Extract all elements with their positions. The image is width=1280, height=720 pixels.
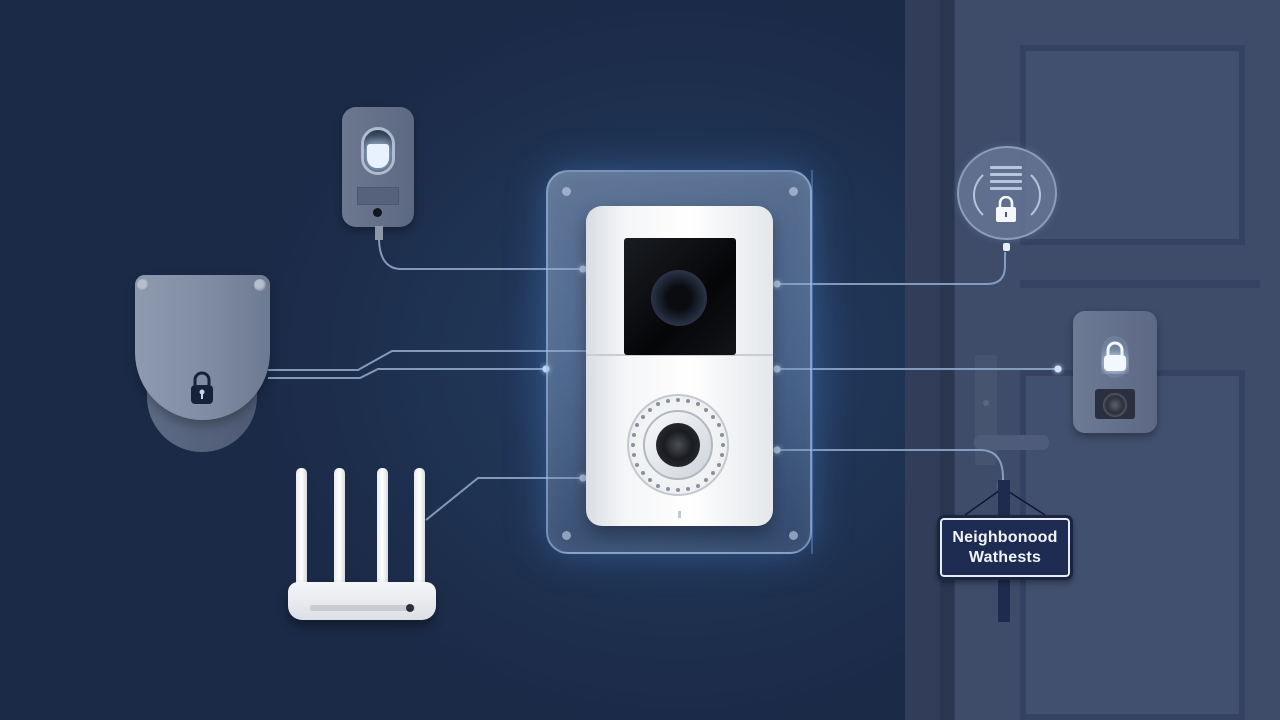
mount-screw (789, 187, 798, 196)
sign-line-2: Wathests (968, 548, 1042, 566)
led-dot (719, 432, 724, 437)
led-dot (632, 453, 637, 457)
led-dot (635, 423, 640, 428)
neighborhood-watch-sign: Neighbonood Wathests (937, 515, 1073, 580)
led-dot (632, 432, 637, 437)
led-dot (716, 423, 721, 428)
router-antenna (296, 468, 307, 588)
shield-screw (137, 279, 149, 291)
mount-screw (562, 187, 571, 196)
led-dot (676, 488, 680, 492)
door-rail (1020, 280, 1260, 288)
wifi-router[interactable] (288, 582, 436, 620)
doorbell-seam (586, 354, 773, 356)
router-antenna (414, 468, 425, 588)
sensor-slot (357, 187, 399, 205)
led-dot (704, 407, 709, 412)
sign-line-1: Neighbonood (952, 528, 1058, 546)
led-dot (640, 414, 645, 419)
led-dot (711, 414, 716, 419)
led-dot (695, 402, 700, 407)
led-dot (719, 453, 724, 457)
led-dot (695, 483, 700, 488)
camera-lens-icon (651, 270, 707, 326)
led-dot (686, 486, 690, 491)
led-dot (656, 402, 661, 407)
padlock-icon (1104, 341, 1126, 371)
led-dot (686, 399, 690, 404)
handle-screw (983, 400, 989, 406)
router-vent (310, 605, 415, 611)
led-dot (656, 483, 661, 488)
led-dot (676, 398, 680, 402)
led-dot (716, 462, 721, 467)
led-dot (721, 443, 725, 447)
padlock-icon (996, 196, 1016, 222)
router-antenna (377, 468, 388, 588)
doorbell-indicator (678, 511, 681, 518)
led-dot (635, 462, 640, 467)
led-dot (711, 471, 716, 476)
led-dot (631, 443, 635, 447)
door-handle[interactable] (974, 435, 1049, 450)
sensor-light-icon (361, 127, 395, 175)
badge-signal-arcs (973, 165, 1041, 225)
led-dot (647, 478, 652, 483)
menu-line (990, 166, 1022, 169)
led-dot (665, 399, 670, 404)
router-antenna (334, 468, 345, 588)
cable-plug (375, 226, 383, 240)
router-power-port (406, 604, 414, 612)
led-dot (647, 407, 652, 412)
padlock-icon (191, 371, 213, 404)
camera-lens-icon (656, 423, 700, 467)
shield-screw (254, 279, 266, 291)
led-dot (665, 486, 670, 491)
menu-line (990, 180, 1022, 183)
door-panel-top (1020, 45, 1245, 245)
sensor-port (373, 208, 382, 217)
mount-screw (562, 531, 571, 540)
led-dot (640, 471, 645, 476)
cable-plug (1003, 243, 1010, 251)
menu-line (990, 187, 1022, 190)
mount-screw (789, 531, 798, 540)
led-dot (704, 478, 709, 483)
camera-lens-icon (1103, 393, 1127, 417)
menu-line (990, 173, 1022, 176)
